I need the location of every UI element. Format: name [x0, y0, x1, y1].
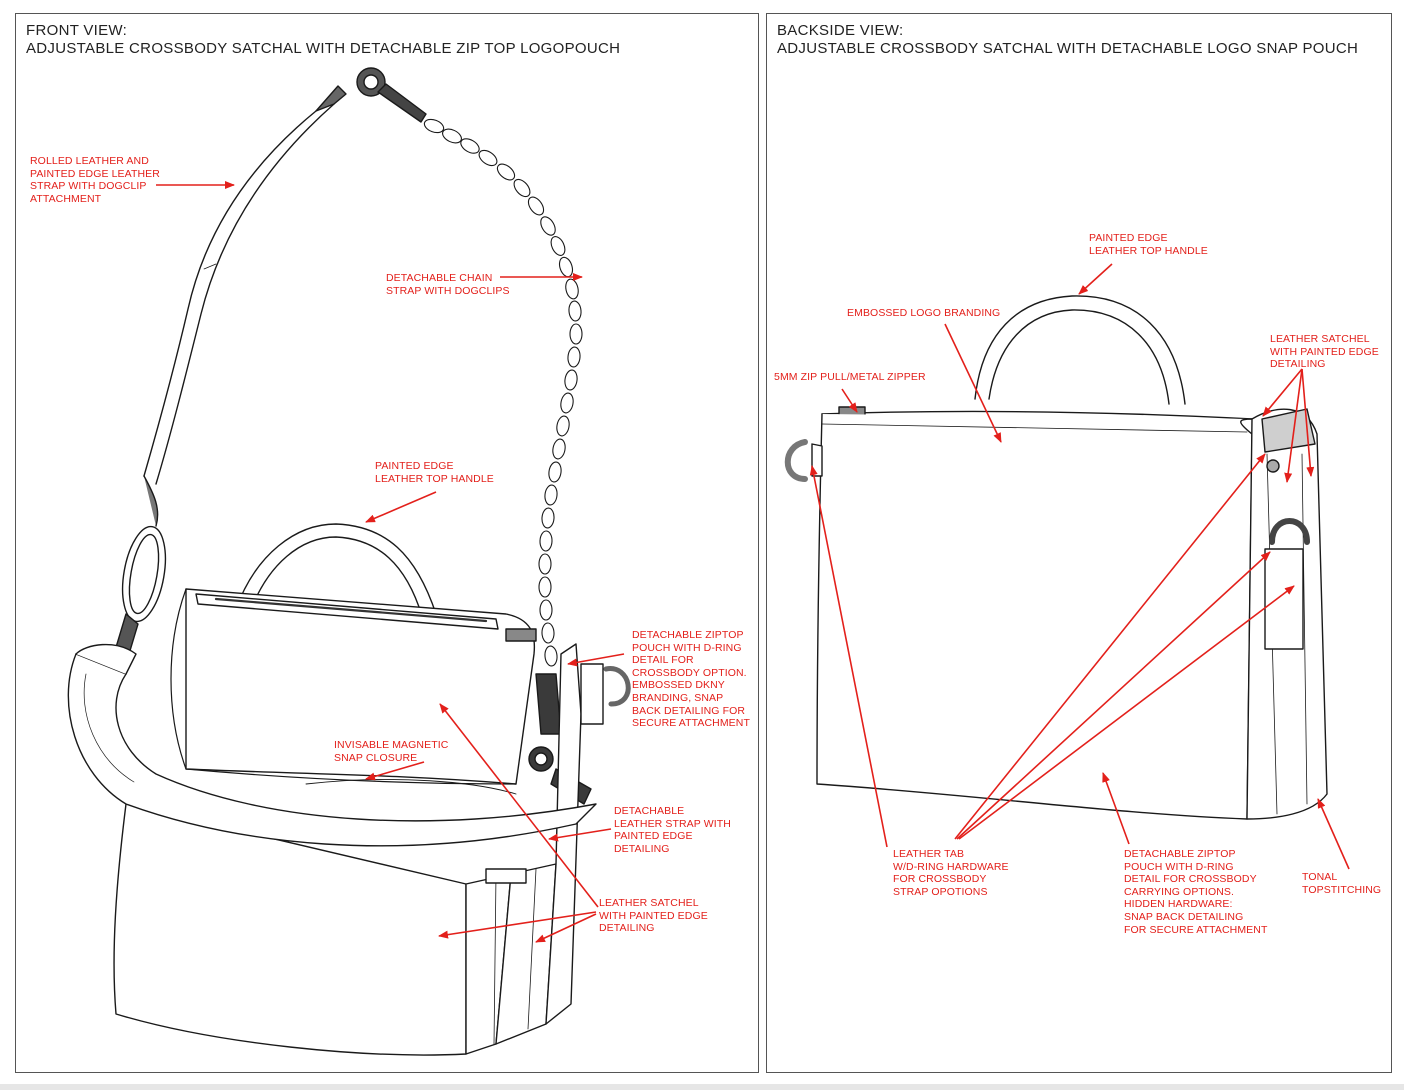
- arrow-satchel-1: [1262, 368, 1303, 417]
- arrow-topstitching: [1317, 798, 1350, 870]
- front-bag-body: [113, 643, 582, 1056]
- back-annotation-topstitching: TONAL TOPSTITCHING: [1302, 871, 1382, 896]
- front-flap: [170, 588, 517, 795]
- arrow-zip-pull: [841, 388, 858, 413]
- front-annotation-satchel: LEATHER SATCHEL WITH PAINTED EDGE DETAIL…: [599, 897, 708, 935]
- arrow-leather-tab-1: [809, 465, 888, 848]
- back-pouch-body: [816, 413, 1253, 820]
- arrow-embossed-logo: [944, 323, 1002, 443]
- back-right-d-ring-tab: [1264, 459, 1310, 650]
- front-bag-illustration: [67, 67, 631, 1056]
- arrow-leather-tab-2: [954, 453, 1266, 840]
- arrow-satchel-2: [535, 913, 597, 943]
- front-annotation-rolled-strap: ROLLED LEATHER AND PAINTED EDGE LEATHER …: [30, 155, 160, 205]
- page-footer-bar: [0, 1084, 1404, 1090]
- pouch-d-ring: [580, 663, 631, 725]
- back-view-title: BACKSIDE VIEW: ADJUSTABLE CROSSBODY SATC…: [777, 22, 1358, 58]
- arrow-back-top-handle: [1078, 263, 1113, 295]
- back-left-d-ring: [784, 439, 823, 482]
- back-annotation-satchel: LEATHER SATCHEL WITH PAINTED EDGE DETAIL…: [1270, 333, 1379, 371]
- arrow-top-handle: [365, 491, 437, 523]
- back-view-subtitle: ADJUSTABLE CROSSBODY SATCHAL WITH DETACH…: [777, 40, 1359, 57]
- front-annotation-magnetic-snap: INVISABLE MAGNETIC SNAP CLOSURE: [334, 739, 449, 764]
- arrow-magnetic-snap: [365, 761, 425, 781]
- arrow-satchel-1: [438, 911, 597, 939]
- arrow-ziptop-pouch: [567, 653, 625, 667]
- front-annotation-top-handle: PAINTED EDGE LEATHER TOP HANDLE: [375, 460, 494, 485]
- arrow-leather-tab-3: [956, 551, 1271, 840]
- arrow-leather-strap: [548, 828, 612, 842]
- arrow-satchel-2: [1284, 368, 1303, 483]
- arrow-satchel-3: [1301, 368, 1315, 477]
- back-bag-illustration: [784, 263, 1350, 870]
- side-tab: [485, 868, 527, 884]
- front-pouch: [185, 588, 537, 785]
- arrow-leather-tab-4: [958, 585, 1295, 840]
- front-view-heading: FRONT VIEW:: [26, 22, 128, 39]
- front-view-subtitle: ADJUSTABLE CROSSBODY SATCHAL WITH DETACH…: [26, 40, 621, 57]
- top-dogclips: [315, 67, 427, 123]
- back-annotation-zip-pull: 5MM ZIP PULL/METAL ZIPPER: [774, 371, 926, 383]
- back-view-panel: BACKSIDE VIEW: ADJUSTABLE CROSSBODY SATC…: [766, 13, 1392, 1073]
- front-annotation-leather-strap: DETACHABLE LEATHER STRAP WITH PAINTED ED…: [614, 805, 731, 855]
- back-annotation-ziptop-pouch: DETACHABLE ZIPTOP POUCH WITH D-RING DETA…: [1124, 848, 1268, 936]
- front-annotation-chain-strap: DETACHABLE CHAIN STRAP WITH DOGCLIPS: [386, 272, 510, 297]
- rolled-leather-strap: [143, 103, 335, 485]
- back-annotation-leather-tab: LEATHER TAB W/D-RING HARDWARE FOR CROSSB…: [893, 848, 1009, 898]
- arrow-pouch: [1102, 772, 1130, 845]
- back-annotation-embossed-logo: EMBOSSED LOGO BRANDING: [847, 307, 1001, 319]
- front-view-title: FRONT VIEW: ADJUSTABLE CROSSBODY SATCHAL…: [26, 22, 620, 58]
- back-annotation-top-handle: PAINTED EDGE LEATHER TOP HANDLE: [1089, 232, 1208, 257]
- back-top-handle: [974, 295, 1186, 405]
- strap-dogclip-ring: [113, 475, 167, 665]
- arrow-satchel-3: [439, 703, 599, 908]
- chain-strap: [423, 118, 583, 667]
- front-view-panel: FRONT VIEW: ADJUSTABLE CROSSBODY SATCHAL…: [15, 13, 759, 1073]
- wrap-leather-strap: [67, 643, 597, 847]
- front-top-handle: [235, 523, 437, 617]
- front-annotation-ziptop-pouch: DETACHABLE ZIPTOP POUCH WITH D-RING DETA…: [632, 629, 750, 730]
- back-view-heading: BACKSIDE VIEW:: [777, 22, 904, 39]
